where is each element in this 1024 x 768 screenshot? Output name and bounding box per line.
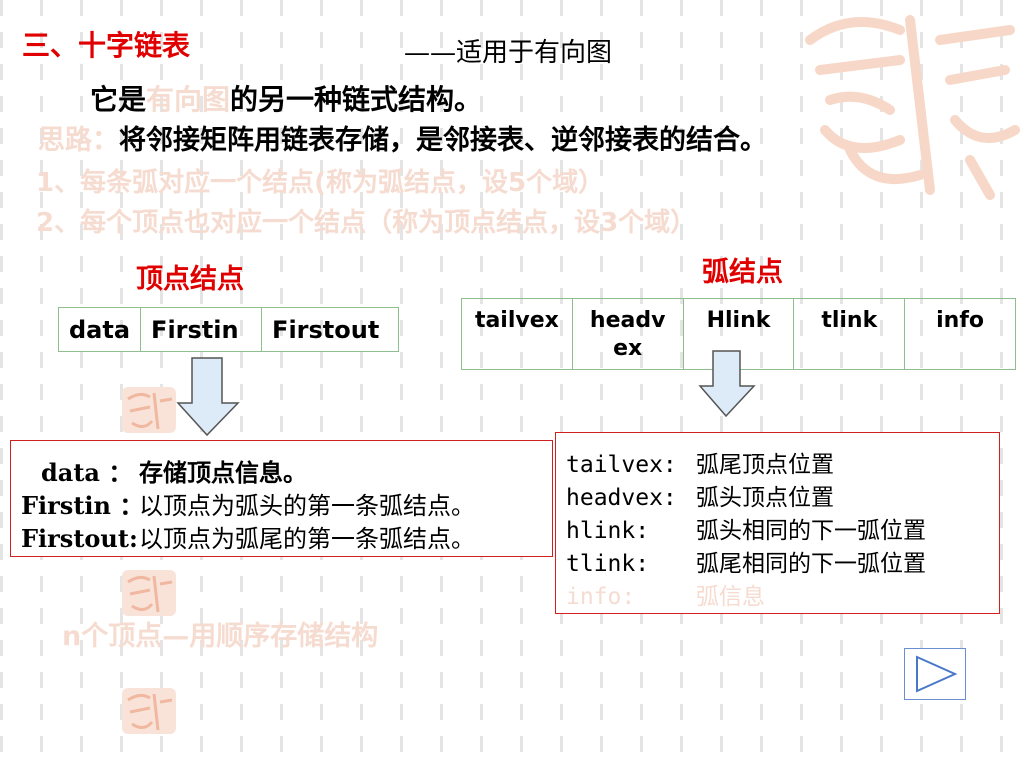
vertex-desc-row: Firstout:以顶点为弧尾的第一条弧结点。 [21, 519, 475, 554]
intro-suffix: 的另一种链式结构。 [230, 83, 483, 116]
arc-node-table: tailvex headvex Hlink tlink info [461, 298, 1016, 370]
vertex-desc-value: 以顶点为弧头的第一条弧结点。 [139, 492, 475, 520]
vertex-node-label: 顶点结点 [136, 264, 244, 295]
vertex-desc-key: data ： [41, 458, 133, 487]
arc-desc-value: 弧尾顶点位置 [696, 452, 834, 478]
vertex-description-box: data ：存储顶点信息。 Firstin ：以顶点为弧头的第一条弧结点。 Fi… [10, 440, 553, 557]
next-slide-button[interactable] [904, 648, 966, 700]
seal-decoration-icon [805, 15, 1020, 200]
point-2: 2、每个顶点也对应一个结点（称为顶点结点，设3个域） [36, 208, 697, 238]
slide-subtitle: ——适用于有向图 [404, 38, 613, 68]
arc-desc-value: 弧头相同的下一弧位置 [696, 518, 926, 544]
vertex-desc-key: Firstin ： [21, 491, 144, 520]
arc-desc-row: headvex: 弧头顶点位置 [566, 478, 834, 512]
arc-node-label: 弧结点 [702, 257, 783, 288]
arc-desc-key: info: [566, 584, 636, 610]
arc-desc-value: 弧尾相同的下一弧位置 [696, 551, 926, 577]
seal-decoration-icon [122, 570, 176, 616]
vertex-field-firstin: Firstin [140, 307, 263, 352]
arc-desc-value: 弧信息 [696, 584, 765, 610]
idea-text: 将邻接矩阵用链表存储，是邻接表、逆邻接表的结合。 [119, 125, 767, 156]
down-arrow-icon [176, 357, 240, 437]
vertex-field-data: data [57, 307, 142, 352]
arc-desc-key: hlink: [566, 518, 650, 544]
arc-desc-key: tlink: [566, 551, 650, 577]
arc-field-tailvex: tailvex [461, 298, 573, 370]
footer-note: n个顶点—用顺序存储结构 [62, 621, 379, 652]
seal-decoration-icon [122, 688, 176, 734]
idea-line: 思路：将邻接矩阵用链表存储，是邻接表、逆邻接表的结合。 [38, 118, 767, 157]
down-arrow-icon [698, 350, 756, 418]
intro-prefix: 它是 [90, 83, 147, 116]
arc-field-headvex: headvex [571, 298, 684, 370]
idea-label: 思路： [38, 125, 119, 156]
arc-desc-value: 弧头顶点位置 [696, 485, 834, 511]
intro-line: 它是有向图的另一种链式结构。 [90, 78, 482, 118]
arc-desc-row: info: 弧信息 [566, 577, 765, 611]
arc-desc-key: headvex: [566, 485, 677, 511]
arc-desc-row: tailvex: 弧尾顶点位置 [566, 445, 834, 479]
vertex-desc-value: 以顶点为弧尾的第一条弧结点。 [139, 525, 475, 553]
arc-description-box: tailvex: 弧尾顶点位置 headvex: 弧头顶点位置 hlink: 弧头相同… [555, 432, 1000, 614]
vertex-desc-row: Firstin ：以顶点为弧头的第一条弧结点。 [21, 486, 475, 521]
vertex-desc-key: Firstout: [21, 524, 138, 553]
seal-decoration-icon [122, 387, 176, 433]
arc-desc-row: tlink: 弧尾相同的下一弧位置 [566, 544, 926, 578]
play-triangle-icon [916, 655, 958, 693]
vertex-field-firstout: Firstout [261, 307, 400, 352]
arc-field-info: info [904, 298, 1016, 370]
vertex-desc-value: 存储顶点信息。 [139, 459, 307, 487]
arc-field-tlink: tlink [793, 298, 906, 370]
point-1: 1、每条弧对应一个结点(称为弧结点，设5个域） [36, 168, 605, 198]
vertex-node-table: data Firstin Firstout [57, 307, 400, 352]
arc-desc-row: hlink: 弧头相同的下一弧位置 [566, 511, 926, 545]
arc-desc-key: tailvex: [566, 452, 677, 478]
intro-highlight: 有向图 [146, 83, 231, 116]
slide-title: 三、十字链表 [22, 29, 191, 62]
vertex-desc-row: data ：存储顶点信息。 [21, 453, 307, 488]
